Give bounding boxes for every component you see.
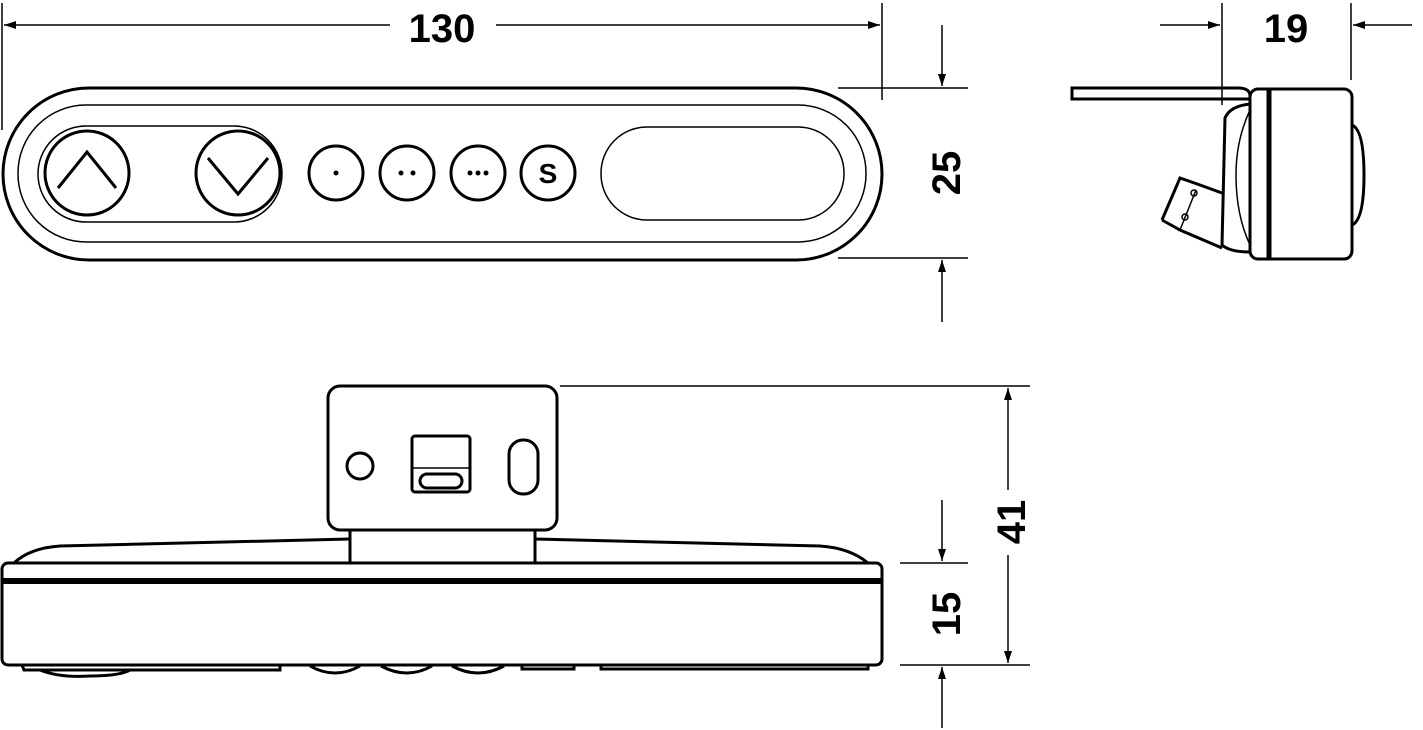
slot-hole	[507, 438, 540, 496]
housing-outline	[1, 86, 884, 262]
memory-button-2	[378, 144, 436, 202]
dimension-depth-label: 19	[1264, 7, 1309, 51]
save-button: S	[519, 144, 577, 202]
dimension-front-height: 25	[838, 25, 969, 322]
screw-hole	[345, 451, 375, 481]
dot-icon	[333, 170, 339, 176]
dimension-width-label: 130	[409, 7, 476, 51]
down-button	[194, 129, 282, 217]
dimension-front-height-label: 25	[925, 151, 969, 196]
front-view: S	[1, 86, 884, 262]
dimension-body-height-label: 15	[925, 592, 969, 637]
memory-button-3	[449, 144, 507, 202]
chevron-down-icon	[206, 157, 270, 197]
clip-opening	[410, 434, 472, 494]
mounting-bracket-side	[1070, 86, 1252, 101]
dot-icon	[483, 170, 489, 176]
top-shell	[12, 537, 869, 565]
save-button-label: S	[539, 158, 558, 189]
rear-cover	[1220, 102, 1251, 254]
memory-button-1	[307, 144, 365, 202]
display-window	[600, 126, 845, 221]
button-underside	[20, 664, 282, 678]
bracket-neck	[348, 528, 537, 565]
dimension-width: 130	[1, 3, 883, 130]
up-down-button-group	[37, 125, 283, 223]
dimension-total-height-label: 41	[990, 500, 1034, 545]
housing-body	[0, 561, 884, 667]
chevron-up-icon	[56, 149, 118, 189]
up-button	[43, 129, 131, 217]
dot-icon	[410, 170, 416, 176]
cable-connector	[1160, 176, 1223, 250]
side-view	[1070, 86, 1366, 261]
bottom-view	[0, 384, 884, 678]
housing-inner-edge	[17, 104, 867, 243]
dimension-total-height: 41	[560, 385, 1034, 666]
dimension-depth: 19	[1160, 3, 1412, 105]
memory-buttons-underside	[309, 664, 505, 675]
mounting-plate	[326, 384, 559, 532]
housing-side	[1248, 87, 1354, 261]
button-cap-side	[1351, 123, 1366, 227]
dimension-body-height: 15	[900, 500, 969, 728]
